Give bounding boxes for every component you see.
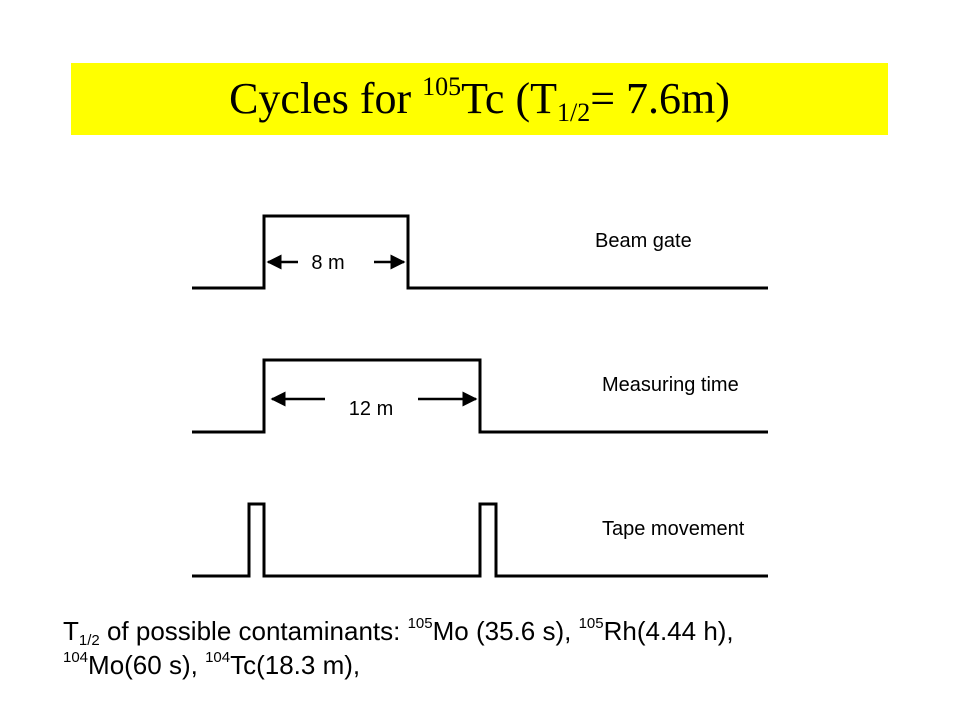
title-banner: Cycles for 105Tc (T1/2= 7.6m) [71,63,888,135]
rh105-text: Rh(4.44 h), [603,616,734,646]
measuring-time-label: Measuring time [602,374,739,396]
measuring-time-waveform [192,358,768,434]
title-element: Tc (T [461,74,557,123]
title-half-life-subscript: 1/2 [557,98,591,127]
mo104-mass-number: 104 [63,649,89,666]
contaminants-line-2: 104Mo(60 s), 104Tc(18.3 m), [63,648,734,682]
tc104-mass-number: 104 [205,649,231,666]
beam-gate-duration-label: 8 m [311,252,344,274]
title-prefix: Cycles for [229,74,423,123]
mo105-text: Mo (35.6 s), [432,616,579,646]
beam-gate-waveform [192,214,768,290]
rh105-mass-number: 105 [578,615,604,632]
measuring-time-duration-label: 12 m [349,398,393,420]
slide-title: Cycles for 105Tc (T1/2= 7.6m) [71,72,888,126]
contaminants-note: T1/2 of possible contaminants: 105Mo (35… [63,614,734,682]
mo104-text: Mo(60 s), [88,650,206,680]
mo105-mass-number: 105 [407,615,433,632]
footer-t: T [63,616,79,646]
footer-intro-text: of possible contaminants: [99,616,408,646]
tc104-text: Tc(18.3 m), [230,650,361,680]
tape-movement-waveform [192,502,768,578]
footer-t-subscript: 1/2 [78,632,100,649]
title-mass-number: 105 [422,72,462,101]
contaminants-line-1: T1/2 of possible contaminants: 105Mo (35… [63,614,734,648]
title-suffix: = 7.6m) [590,74,730,123]
tape-movement-label: Tape movement [602,518,745,540]
beam-gate-label: Beam gate [595,230,692,252]
